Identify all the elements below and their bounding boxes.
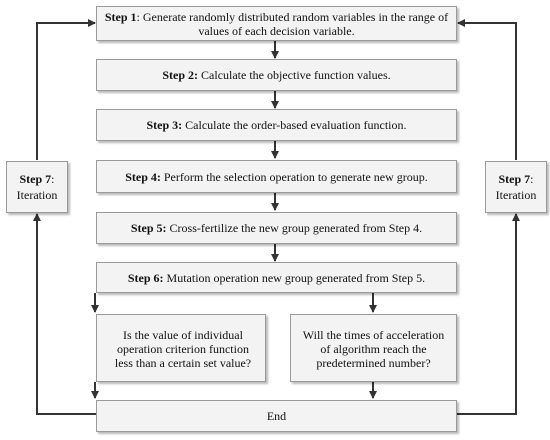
iteration-right-box: Step 7: Iteration [485,161,547,213]
step-4-label: Step 4: [125,169,161,184]
step-3-box: Step 3: Calculate the order-based evalua… [96,109,457,141]
step-2-box: Step 2: Calculate the objective function… [96,59,457,91]
end-box: End [96,400,457,432]
right-decision-box: Will the times of acceleration of algori… [290,314,457,382]
step-5-box: Step 5: Cross-fertilize the new group ge… [96,212,457,244]
step-4-box: Step 4: Perform the selection operation … [96,160,457,193]
right-loop-top [457,19,517,160]
iteration-right-text: Iteration [495,188,537,202]
iteration-left-suffix: : [51,172,55,186]
left-loop-bottom [33,213,97,415]
iteration-left-text: Iteration [16,188,58,202]
iteration-right-suffix: : [530,172,534,186]
step-2-label: Step 2: [162,68,199,82]
right-loop-bottom [456,213,520,415]
step-1-label: Step 1 [104,9,137,24]
step-2-text: Calculate the objective function values. [198,68,391,82]
end-label: End [266,409,287,423]
step-6-text: Mutation operation new group generated f… [163,270,426,285]
step-4-text: Perform the selection operation to gener… [160,169,428,184]
step-1-box: Step 1: Generate randomly distributed ra… [96,6,457,41]
left-loop-top [36,19,96,160]
iteration-left-label: Step 7 [19,172,52,186]
left-decision-text: Is the value of individual operation cri… [114,328,252,370]
step-6-box: Step 6: Mutation operation new group gen… [96,262,457,293]
step-6-label: Step 6: [127,270,164,285]
step-5-text: Cross-fertilize the new group generated … [166,221,423,235]
step-3-text: Calculate the order-based evaluation fun… [182,118,407,132]
iteration-right-label: Step 7 [498,172,531,186]
step-5-label: Step 5: [130,221,167,235]
right-decision-text: Will the times of acceleration of algori… [302,328,445,370]
step-3-label: Step 3: [146,118,183,132]
iteration-left-box: Step 7: Iteration [6,161,68,213]
step-1-text: : Generate randomly distributed random v… [136,9,449,38]
left-decision-box: Is the value of individual operation cri… [96,314,266,382]
